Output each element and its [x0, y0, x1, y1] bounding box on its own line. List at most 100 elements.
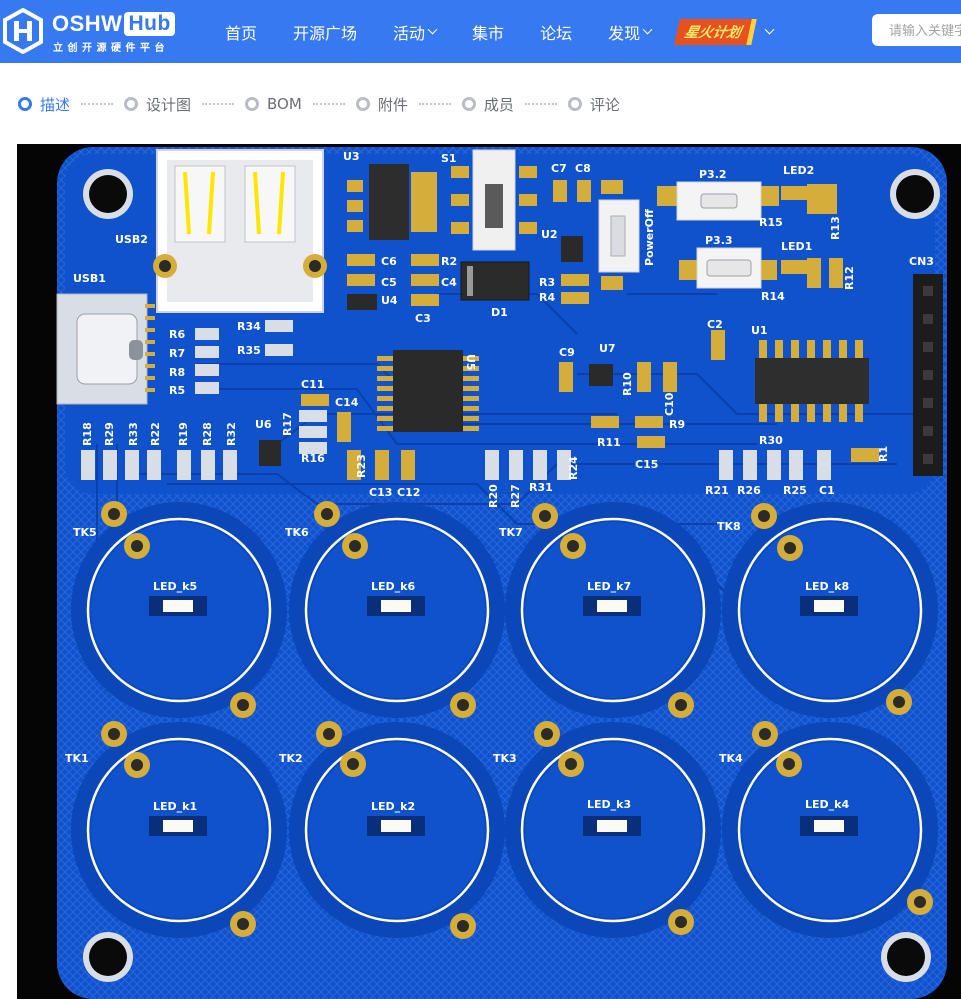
silk-label: R14	[761, 290, 785, 303]
u2-transistor	[561, 236, 583, 262]
led-label: LED_k8	[805, 580, 849, 593]
touch-pad-tk6	[289, 501, 505, 718]
silk-label: R15	[759, 216, 783, 229]
silk-label: R7	[169, 347, 185, 360]
silk-label: U3	[343, 150, 360, 163]
cn3-pin-header	[913, 274, 943, 476]
silk-label: R33	[127, 422, 140, 446]
silk-label: C11	[301, 378, 324, 391]
silk-label: R17	[281, 412, 294, 436]
silk-label: C12	[397, 486, 420, 499]
tact-switch-p32	[657, 181, 779, 221]
step-dot-icon	[567, 97, 582, 111]
top-navbar: OSHW Hub 立创开源硬件平台 首页 开源广场 活动 集市 论坛 发现 星火…	[0, 0, 961, 63]
step-label: BOM	[267, 95, 302, 113]
touch-pad-label: TK7	[499, 526, 523, 539]
u3-regulator	[347, 164, 437, 240]
silk-label: C2	[707, 318, 723, 331]
project-steps: 描述 设计图 BOM 附件 成员 评论	[18, 90, 620, 118]
u4-part	[347, 294, 377, 310]
silk-label: C6	[381, 255, 397, 268]
silk-label: P3.2	[699, 168, 727, 181]
touch-pad-label: TK5	[73, 526, 97, 539]
u6-transistor	[259, 440, 281, 466]
silk-label: R31	[529, 481, 553, 494]
search-input[interactable]	[872, 14, 961, 46]
step-members[interactable]: 成员	[461, 94, 514, 115]
touch-pad-tk5	[71, 501, 287, 718]
silk-label: R10	[621, 372, 634, 396]
silk-label: C3	[415, 312, 431, 325]
silk-label: R13	[829, 216, 842, 240]
silk-label: R3	[539, 276, 555, 289]
nav-item-market[interactable]: 集市	[454, 20, 522, 44]
step-dot-icon	[124, 97, 139, 111]
nav-item-open-source-plaza[interactable]: 开源广场	[275, 20, 375, 44]
led-label: LED_k3	[587, 798, 631, 811]
step-description[interactable]: 描述	[18, 94, 70, 115]
silk-label: C8	[575, 162, 591, 175]
silk-label: C13	[369, 486, 392, 499]
silk-label: R23	[355, 454, 368, 478]
nav-item-forum[interactable]: 论坛	[522, 20, 590, 44]
step-label: 成员	[483, 95, 514, 114]
logo-hub-badge: Hub	[124, 12, 175, 36]
step-attachments[interactable]: 附件	[355, 94, 408, 115]
silk-label: R6	[169, 328, 185, 341]
main-nav: 首页 开源广场 活动 集市 论坛 发现 星火计划	[207, 0, 775, 63]
silk-label: R35	[237, 344, 261, 357]
silk-label: R16	[301, 452, 325, 465]
pcb-render-image: USB2 USB1 U3 S1 C7 C8 P3.2 LED2 U2 Power…	[17, 144, 961, 999]
silk-label: R12	[843, 266, 856, 290]
silk-label: R28	[201, 422, 214, 446]
power-off-button	[598, 180, 640, 290]
nav-item-label: 活动	[393, 23, 426, 43]
step-connector	[418, 103, 451, 105]
nav-item-activities[interactable]: 活动	[375, 20, 454, 44]
led-label: LED_k6	[371, 580, 415, 593]
silk-label: D1	[491, 306, 508, 319]
silk-label: R29	[103, 422, 116, 446]
step-design[interactable]: 设计图	[124, 94, 191, 115]
touch-pad-tk7	[505, 502, 721, 718]
s1-slide-switch	[451, 149, 537, 251]
step-connector	[202, 103, 235, 105]
silk-label: U2	[541, 228, 558, 241]
silk-label: R34	[237, 320, 261, 333]
d1-diode	[460, 261, 530, 301]
led-label: LED_k2	[371, 800, 415, 813]
u1-ic	[755, 340, 869, 422]
nav-item-label: 首页	[225, 23, 258, 43]
nav-item-home[interactable]: 首页	[207, 20, 275, 44]
step-comments[interactable]: 评论	[567, 94, 620, 115]
touch-pad-tk8	[722, 502, 938, 718]
u5-ic	[377, 350, 479, 432]
passive-components	[81, 180, 879, 480]
silk-label: U5	[464, 354, 477, 371]
silk-label: R20	[487, 484, 500, 508]
touch-pad-grid	[71, 501, 938, 939]
nav-item-label: 论坛	[540, 23, 573, 43]
promo-spark-plan[interactable]: 星火计划	[674, 18, 775, 45]
logo-hexagon-icon	[3, 8, 43, 54]
touch-pad-label: TK4	[719, 752, 743, 765]
led-label: LED_k7	[587, 580, 631, 593]
silk-label: USB1	[73, 272, 106, 285]
silk-label: R22	[149, 422, 162, 446]
touch-pad-label: TK8	[717, 520, 741, 533]
step-dot-icon	[18, 97, 32, 111]
nav-item-discover[interactable]: 发现	[590, 20, 669, 44]
led-label: LED_k1	[153, 800, 197, 813]
silk-label: R32	[225, 422, 238, 446]
silk-label: C10	[663, 392, 676, 416]
led-label: LED_k4	[805, 798, 849, 811]
step-dot-icon	[461, 97, 476, 111]
chevron-down-icon	[427, 24, 438, 35]
silk-label: C5	[381, 276, 397, 289]
silk-label: R21	[705, 484, 729, 497]
step-bom[interactable]: BOM	[245, 95, 302, 113]
oshwhub-logo[interactable]: OSHW Hub 立创开源硬件平台	[2, 8, 182, 56]
silk-label: R5	[169, 384, 185, 397]
step-label: 附件	[377, 95, 408, 114]
silk-label: PowerOff	[643, 209, 656, 266]
